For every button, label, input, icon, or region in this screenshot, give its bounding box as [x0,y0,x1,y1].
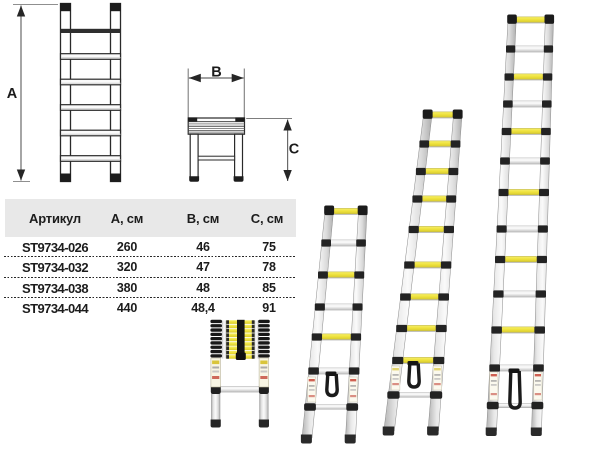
svg-text:B: B [211,65,221,81]
svg-text:C: C [289,142,300,158]
svg-text:A: A [7,86,18,102]
